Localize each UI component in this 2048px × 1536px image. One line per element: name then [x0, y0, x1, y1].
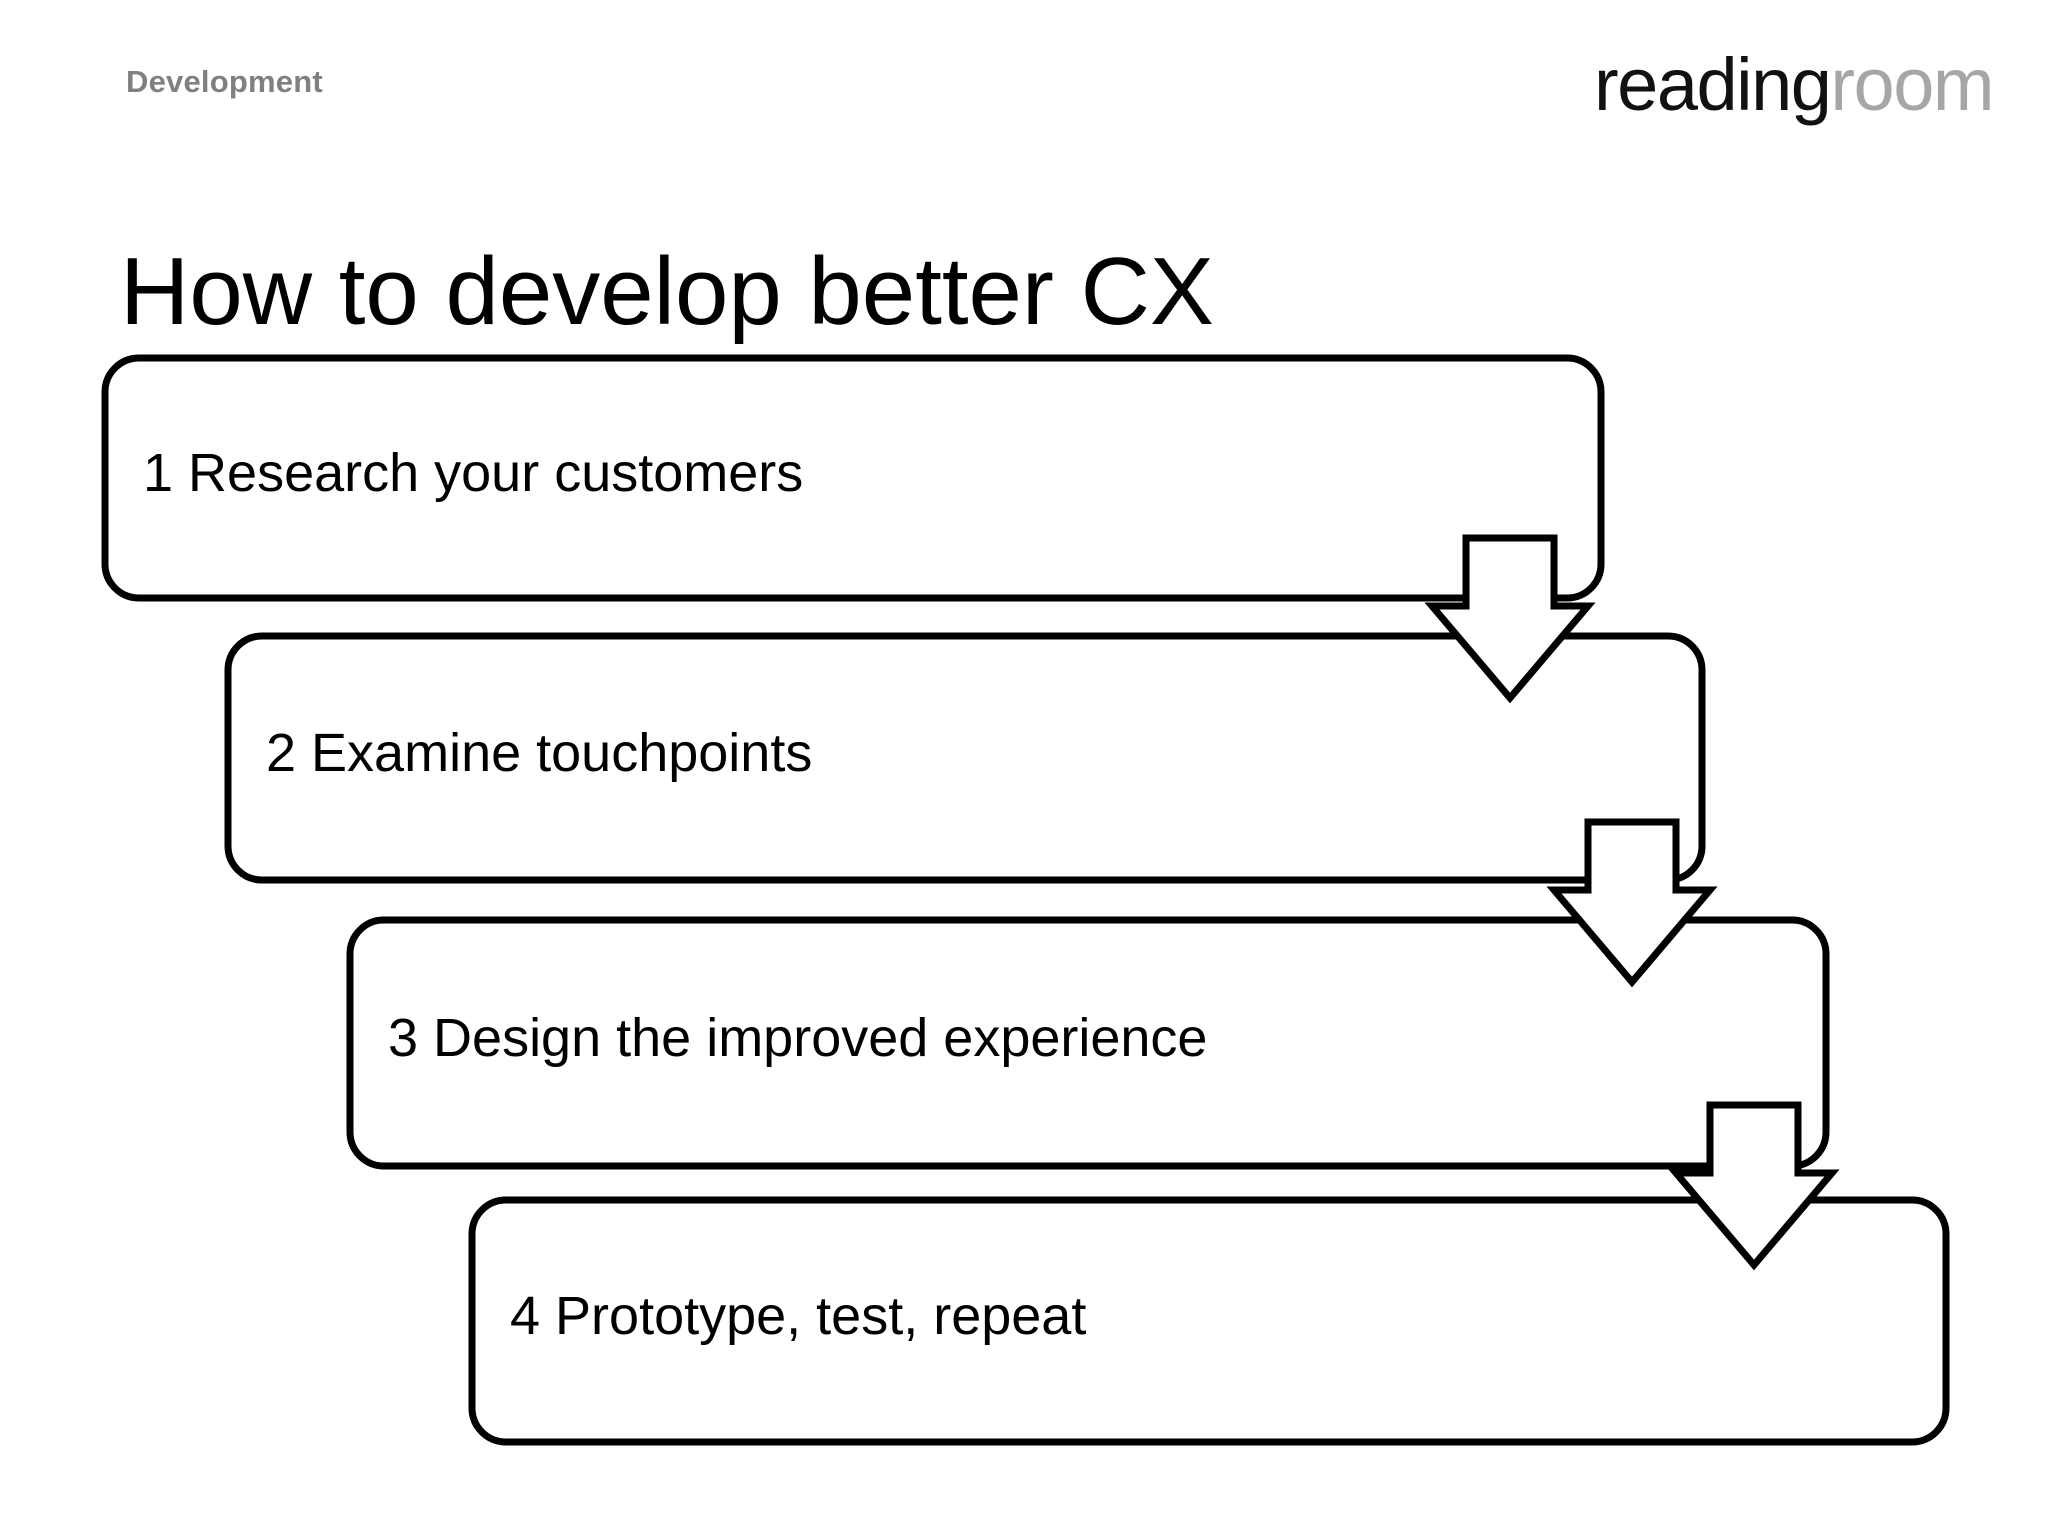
section-kicker: Development [126, 64, 323, 99]
logo-text-reading: reading [1594, 43, 1832, 126]
page-title: How to develop better CX [120, 238, 1214, 346]
process-step-box-2 [224, 632, 1706, 884]
flow-arrow-3-to-4 [1668, 1101, 1840, 1271]
logo-text-room: room [1830, 43, 1994, 126]
process-step-label-2: 2 Examine touchpoints [266, 723, 813, 783]
process-step-label-1: 1 Research your customers [143, 443, 804, 503]
process-step-label-4: 4 Prototype, test, repeat [510, 1286, 1087, 1346]
flow-arrow-1-to-2 [1424, 534, 1596, 704]
process-step-label-3: 3 Design the improved experience [388, 1008, 1208, 1068]
process-step-box-1 [101, 354, 1605, 602]
process-step-box-4 [468, 1196, 1950, 1446]
flow-arrow-2-to-3 [1546, 818, 1718, 988]
process-step-box-3 [346, 916, 1830, 1170]
readingroom-logo: readingroom [1594, 48, 1994, 122]
